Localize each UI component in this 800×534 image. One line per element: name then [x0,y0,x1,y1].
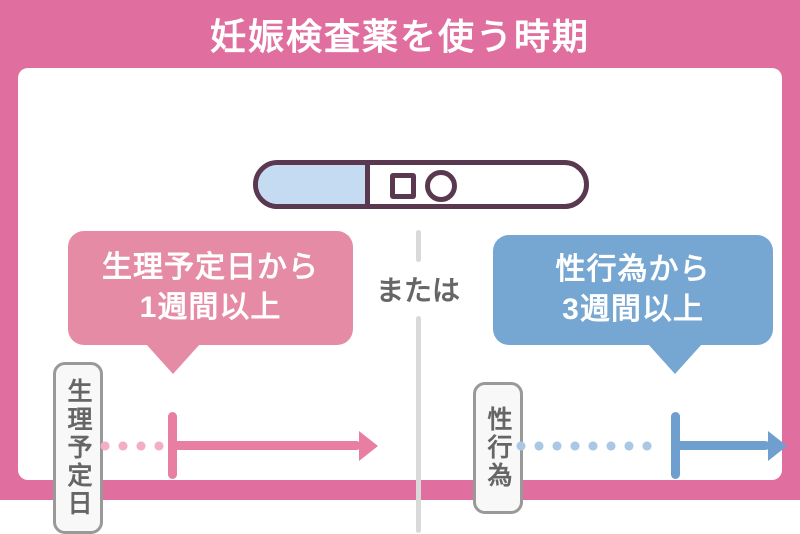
left-speech-bubble: 生理予定日から 1週間以上 [68,231,353,345]
content-panel: または 生理予定日から 1週間以上 性行為から 3週間以上 生理予定日 性行為 [18,68,787,534]
right-dotted-line [512,441,656,451]
right-arrow-shaft [676,441,770,450]
page-title: 妊娠検査薬を使う時期 [209,16,590,57]
left-arrow-shaft [173,441,361,450]
vertical-divider-bottom [416,316,421,533]
vertical-divider-top [416,230,421,262]
right-bubble-line1: 性行為から [555,253,711,286]
left-timeline-tick [168,412,177,479]
right-speech-bubble: 性行為から 3週間以上 [493,235,773,345]
right-arrow-head-icon [768,431,787,461]
right-bubble-line2: 3週間以上 [562,293,704,326]
right-timeline-tick [671,412,680,479]
right-timeline-label: 性行為 [484,406,512,490]
left-bubble-line1: 生理予定日から [102,251,319,284]
pregnancy-test-stick-icon [253,160,589,209]
left-bubble-tail [146,344,200,374]
right-bubble-tail [648,344,702,374]
test-absorbent-tip [258,165,370,204]
test-result-window-square [390,173,416,199]
left-bubble-line2: 1週間以上 [139,291,282,324]
left-dotted-line [96,441,168,451]
left-arrow-head-icon [359,431,378,461]
or-label: または [375,275,460,306]
test-result-window-circle [425,170,457,202]
left-timeline-label: 生理予定日 [64,378,92,518]
